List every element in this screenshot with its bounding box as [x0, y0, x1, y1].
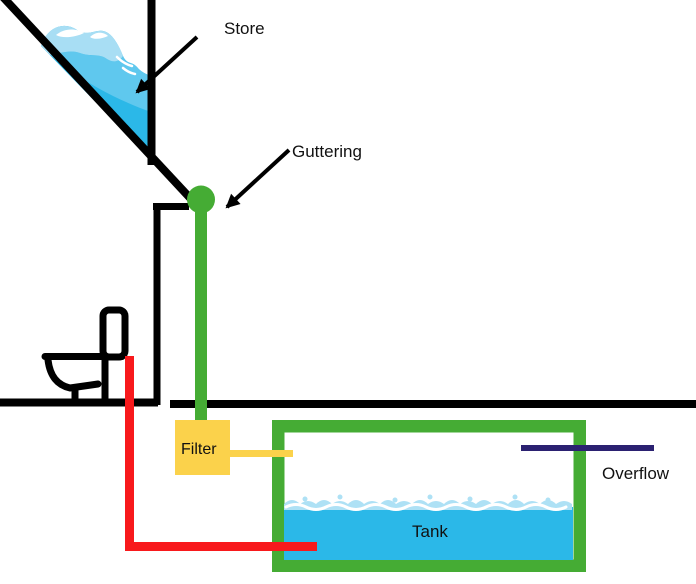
toilet-bowl	[44, 356, 102, 392]
roof-water-curl-2	[121, 66, 137, 76]
store-label: Store	[224, 19, 265, 38]
tank-label: Tank	[412, 522, 448, 541]
guttering-hopper-circle	[187, 185, 215, 214]
tank-border	[272, 420, 586, 572]
roof-water-highlight-1	[56, 29, 84, 38]
roof-diagonal-line	[0, 0, 194, 202]
guttering-arrow	[225, 148, 291, 209]
tank-water	[284, 507, 573, 560]
roof-water-mid-tone	[50, 51, 151, 112]
store-arrow	[135, 35, 199, 94]
roof-water-highlight-2	[90, 32, 108, 39]
tank-wave-crest	[284, 500, 572, 510]
tank-wave-droplets	[302, 494, 551, 503]
filter-label: Filter	[181, 441, 217, 458]
toilet-cistern	[99, 306, 129, 361]
tank-wave-foam-line	[284, 503, 568, 511]
toilet-illustration	[41, 306, 129, 403]
filter-box	[175, 420, 230, 475]
roof-water-curl-1	[115, 55, 134, 68]
overflow-label: Overflow	[602, 464, 670, 483]
guttering-label: Guttering	[292, 142, 362, 161]
toilet-supply-pipe	[125, 356, 317, 551]
